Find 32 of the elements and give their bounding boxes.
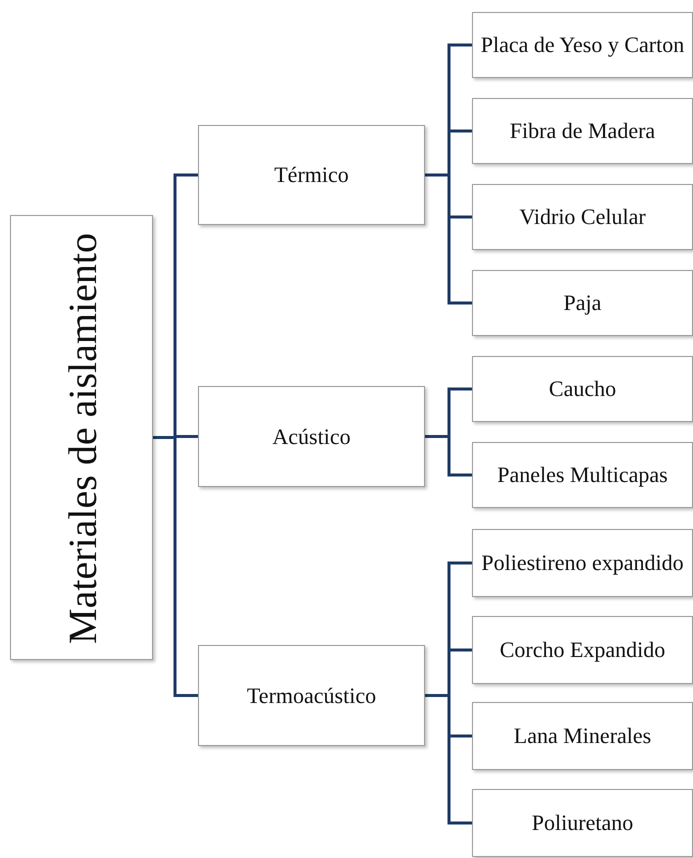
node-label: Materiales de aislamiento: [60, 232, 104, 646]
node-box: [198, 125, 425, 225]
connector-line: [425, 174, 472, 304]
node-box: [472, 356, 693, 422]
node-box: [198, 386, 425, 487]
node-box: [472, 529, 693, 597]
node-label: Caucho: [548, 377, 618, 401]
node-box: [10, 215, 153, 660]
node-label: Poliestireno expandido: [480, 551, 685, 575]
node-box: [198, 645, 425, 746]
node-label: Fibra de Madera: [508, 119, 656, 143]
connector-line: [425, 435, 472, 476]
node-label: Poliuretano: [530, 811, 634, 835]
node-label: Vidrio Celular: [518, 205, 647, 229]
node-label: Corcho Expandido: [498, 638, 666, 662]
connector-line: [153, 436, 198, 697]
node-box: [472, 616, 693, 684]
node-box: [472, 12, 693, 78]
node-box: [472, 184, 693, 250]
node-label: Lana Minerales: [512, 724, 652, 748]
node-label: Termoacústico: [246, 684, 378, 708]
node-label: Paja: [562, 291, 602, 315]
node-label: Térmico: [273, 163, 350, 187]
node-box: [472, 270, 693, 336]
node-box: [472, 98, 693, 164]
connector-line: [425, 694, 472, 824]
node-box: [472, 789, 693, 857]
node-box: [472, 702, 693, 770]
node-label: Placa de Yeso y Carton: [480, 33, 686, 57]
node-box: [472, 442, 693, 508]
node-label: Acústico: [271, 424, 352, 448]
node-label: Paneles Multicapas: [496, 463, 669, 487]
